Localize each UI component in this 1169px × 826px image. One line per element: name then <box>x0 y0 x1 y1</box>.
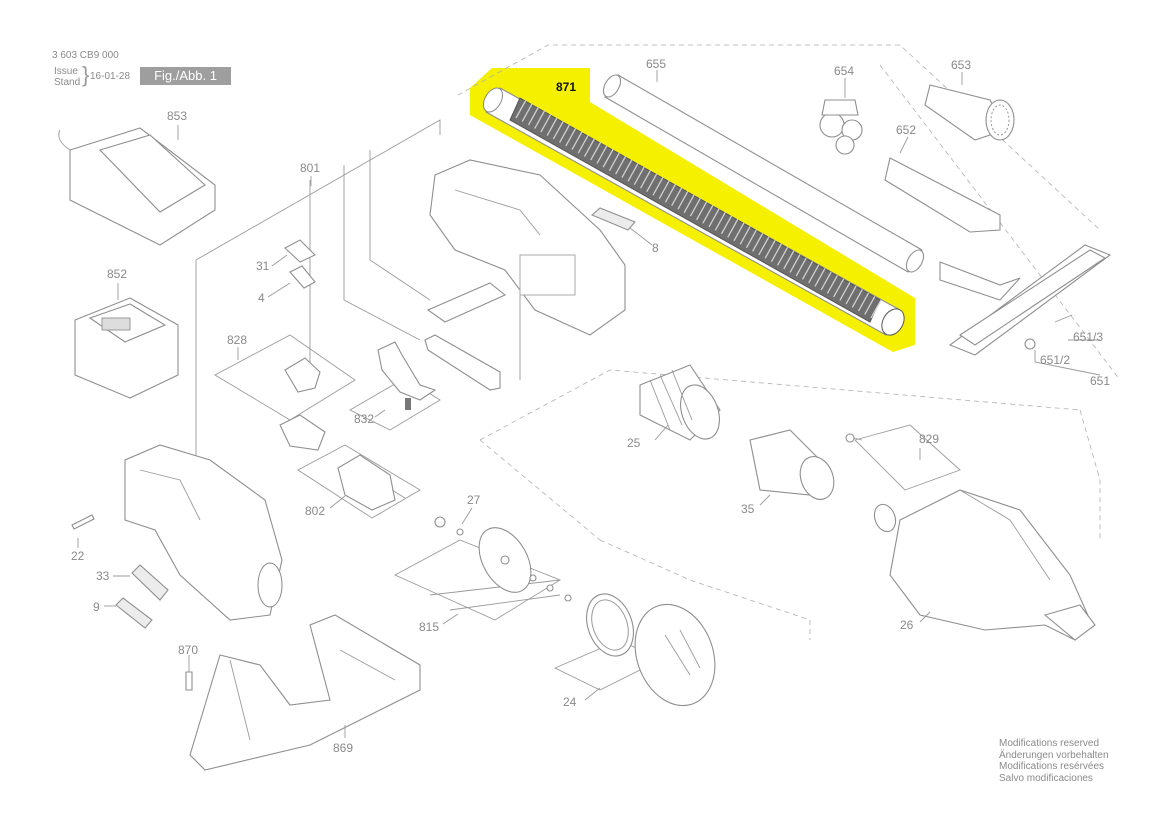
issue-label: Issue <box>54 66 78 77</box>
label-651: 651 <box>1090 374 1110 388</box>
part-870 <box>185 671 193 691</box>
label-828: 828 <box>227 333 247 347</box>
part-651-floor-nozzle <box>939 244 1112 356</box>
notice-en: Modifications reserved <box>999 738 1100 749</box>
part-652-crevice <box>884 157 1001 233</box>
label-802: 802 <box>305 504 325 518</box>
part-815-fan <box>478 527 572 602</box>
label-653: 653 <box>951 58 971 72</box>
part-housing <box>429 159 626 336</box>
stand-label: Stand <box>54 77 81 88</box>
part-31 <box>284 239 316 263</box>
label-654: 654 <box>834 64 854 78</box>
modifications-notice: Modifications reserved Änderungen vorbeh… <box>999 738 1109 784</box>
part-655-tube <box>602 74 925 273</box>
part-33 <box>131 564 169 601</box>
figure-label: Fig./Abb. 1 <box>140 67 231 85</box>
label-801: 801 <box>300 161 320 175</box>
notice-de: Änderungen vorbehalten <box>999 749 1109 761</box>
label-31: 31 <box>256 259 270 273</box>
label-25: 25 <box>627 436 641 450</box>
part-871-hose <box>483 87 905 336</box>
notice-es: Salvo modificaciones <box>999 772 1093 784</box>
label-4: 4 <box>258 291 265 305</box>
part-9 <box>115 597 153 629</box>
part-8 <box>590 207 636 231</box>
label-829: 829 <box>919 432 939 446</box>
label-870: 870 <box>178 643 198 657</box>
part-832 <box>377 341 437 401</box>
label-815: 815 <box>419 620 439 634</box>
label-652: 652 <box>896 123 916 137</box>
label-832: 832 <box>354 412 374 426</box>
label-655: 655 <box>646 57 666 71</box>
part-802-motor <box>337 454 406 511</box>
part-853-charger <box>58 127 216 246</box>
label-853: 853 <box>167 109 187 123</box>
label-26: 26 <box>900 618 914 632</box>
part-24 <box>586 593 716 707</box>
label-27: 27 <box>467 493 481 507</box>
part-handle <box>124 444 283 621</box>
part-22 <box>71 514 95 530</box>
label-651-2: 651/2 <box>1040 353 1070 367</box>
label-8: 8 <box>652 241 659 255</box>
part-829 <box>845 433 897 533</box>
label-871: 871 <box>556 80 576 94</box>
label-35: 35 <box>741 502 755 516</box>
brace-icon: } <box>82 62 90 87</box>
part-26-container <box>889 489 1096 641</box>
part-4 <box>289 265 316 289</box>
label-24: 24 <box>563 695 577 709</box>
part-869-stand <box>189 614 421 771</box>
label-33: 33 <box>96 569 110 583</box>
label-9: 9 <box>93 600 100 614</box>
document-number: 3 603 CB9 000 <box>52 50 119 61</box>
notice-fr: Modifications resérvées <box>999 761 1105 772</box>
label-852: 852 <box>107 267 127 281</box>
part-27 <box>434 516 446 528</box>
part-852-battery <box>74 297 179 399</box>
label-651-3: 651/3 <box>1073 330 1103 344</box>
part-25-filter <box>639 364 721 441</box>
part-654-clip <box>819 99 863 155</box>
label-869: 869 <box>333 741 353 755</box>
label-22: 22 <box>71 549 85 563</box>
part-35-cage <box>749 429 835 500</box>
issue-date: 16-01-28 <box>90 71 131 82</box>
part-828 <box>284 357 321 393</box>
part-653-brush <box>924 84 1015 141</box>
